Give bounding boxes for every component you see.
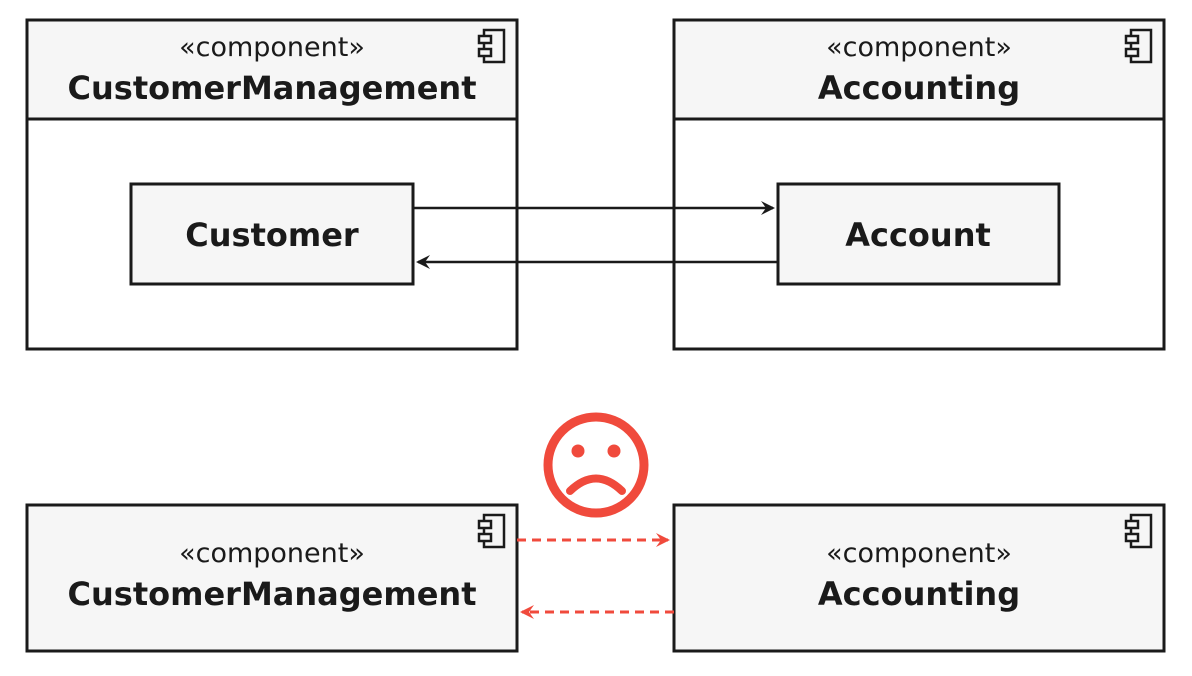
component-title: CustomerManagement [68,69,477,107]
sad-face-icon [543,412,649,518]
account-class-box[interactable]: Account [776,182,1061,286]
customer-class-box[interactable]: Customer [129,182,415,286]
component-stereotype: «component» [179,538,365,569]
component-title: CustomerManagement [68,575,477,613]
component-stereotype: «component» [826,32,1012,63]
component-title: Accounting [818,69,1020,107]
top-customer-management-component[interactable]: «component» CustomerManagement [25,18,519,351]
component-stereotype: «component» [179,32,365,63]
account-label: Account [845,216,991,254]
bottom-accounting-component[interactable]: «component» Accounting [672,503,1166,653]
bottom-customer-management-component[interactable]: «component» CustomerManagement [25,503,519,653]
component-title: Accounting [818,575,1020,613]
component-stereotype: «component» [826,538,1012,569]
customer-label: Customer [185,216,359,254]
